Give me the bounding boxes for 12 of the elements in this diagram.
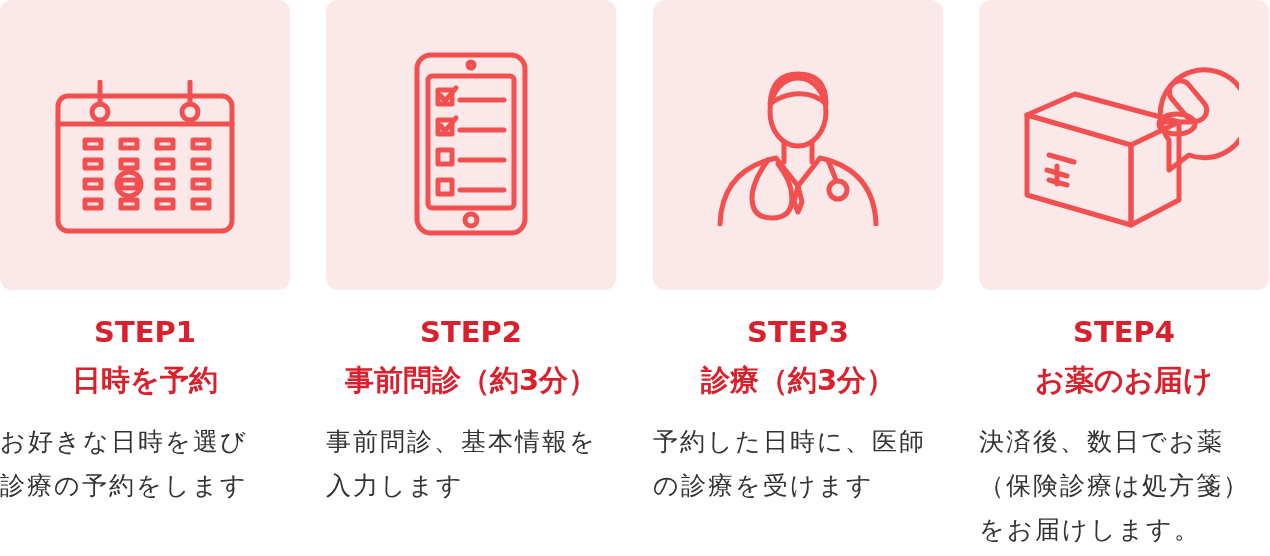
step-label: STEP1 — [93, 314, 197, 350]
step-description: 事前問診、基本情報を入力します — [326, 426, 598, 502]
step-description: お好きな日時を選び診療の予約をします — [0, 426, 249, 502]
step-label: STEP3 — [746, 314, 850, 350]
step-description: 決済後、数日でお薬（保険診療は処方箋）をお届けします。 — [979, 426, 1251, 546]
step-title: 診療（約3分） — [699, 362, 897, 398]
step-label: STEP4 — [1072, 314, 1176, 350]
step-title: 事前問診（約3分） — [343, 362, 599, 398]
step-title: お薬のお届け — [1034, 362, 1214, 398]
step-label: STEP2 — [419, 314, 523, 350]
step-description: 予約した日時に、医師の診療を受けます — [653, 426, 927, 502]
step-title: 日時を予約 — [71, 362, 219, 398]
